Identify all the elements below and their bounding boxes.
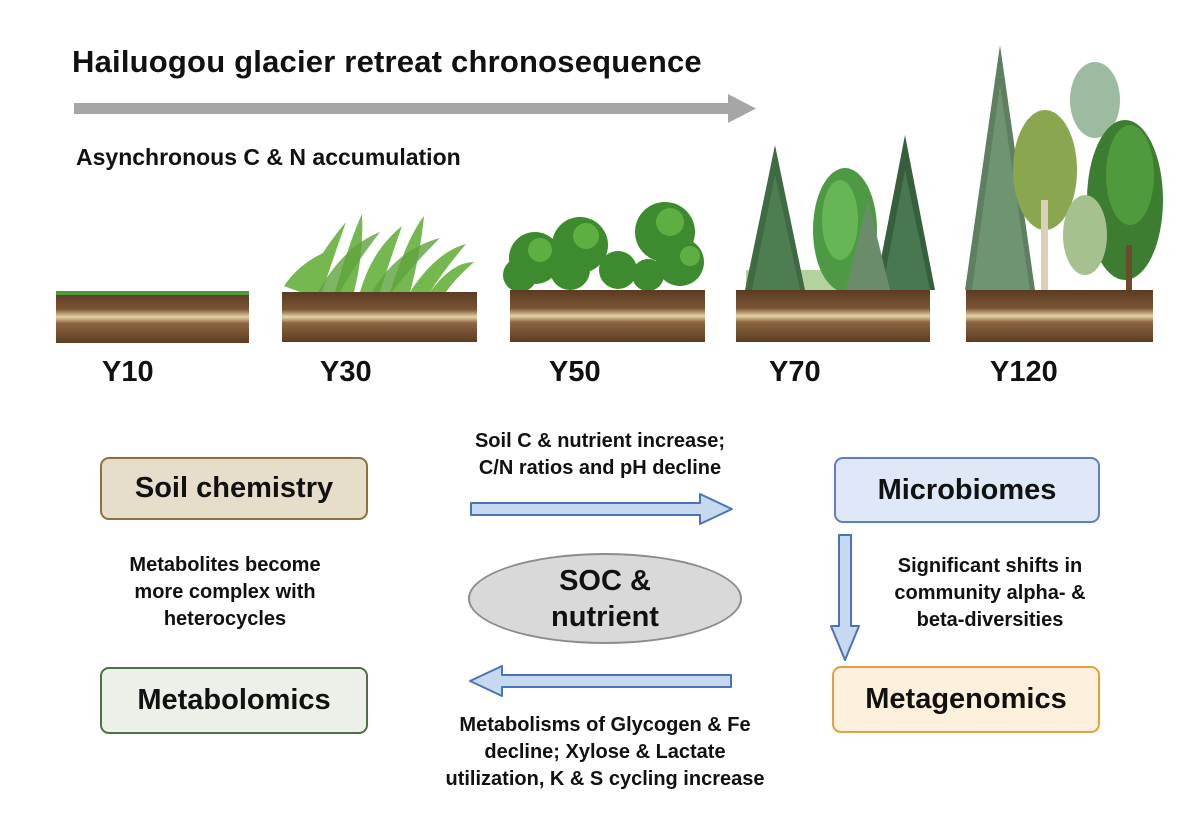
stage-y120-soil — [966, 290, 1153, 342]
note-top-line-2: C/N ratios and pH decline — [478, 457, 722, 479]
note-left-line-3: heterocycles — [163, 608, 287, 630]
stage-label-y30: Y30 — [320, 356, 372, 388]
note-left-line-2: more complex with — [134, 581, 316, 603]
soc-nutrient-ellipse: SOC & nutrient — [468, 553, 742, 644]
note-bottom-line-1: Metabolisms of Glycogen & Fe — [459, 714, 751, 736]
note-left-line-1: Metabolites become — [129, 554, 321, 576]
metagenomics-box: Metagenomics — [832, 666, 1100, 733]
stage-label-y50: Y50 — [549, 356, 601, 388]
note-right-line-3: beta-diversities — [916, 609, 1064, 631]
stage-y70-soil — [736, 290, 930, 342]
stage-y120-vegetation — [965, 45, 1163, 290]
note-bottom-line-3: utilization, K & S cycling increase — [445, 768, 765, 790]
center-line-1: SOC & — [559, 564, 651, 597]
note-top: Soil C & nutrient increase; C/N ratios a… — [430, 428, 770, 482]
diagram-subtitle: Asynchronous C & N accumulation — [76, 144, 461, 170]
stage-label-y70: Y70 — [769, 356, 821, 388]
stage-label-y10: Y10 — [102, 356, 154, 388]
timeline-arrow — [74, 94, 756, 123]
note-bottom: Metabolisms of Glycogen & Fe decline; Xy… — [395, 712, 815, 793]
note-top-line-1: Soil C & nutrient increase; — [474, 430, 726, 452]
stage-y30-soil — [282, 292, 477, 342]
stage-label-y120: Y120 — [990, 356, 1058, 388]
note-right: Significant shifts in community alpha- &… — [860, 553, 1120, 634]
metabolomics-box: Metabolomics — [100, 667, 368, 734]
center-line-2: nutrient — [551, 600, 659, 633]
microbiomes-box: Microbiomes — [834, 457, 1100, 523]
stage-y30-vegetation — [284, 214, 474, 292]
stage-y10-soil — [56, 291, 249, 343]
arrow-right — [470, 493, 733, 525]
diagram-title: Hailuogou glacier retreat chronosequence — [72, 44, 702, 79]
note-bottom-line-2: decline; Xylose & Lactate — [484, 741, 726, 763]
note-right-line-2: community alpha- & — [894, 582, 1086, 604]
arrow-down — [830, 534, 860, 661]
soil-chemistry-box: Soil chemistry — [100, 457, 368, 520]
note-left: Metabolites become more complex with het… — [90, 552, 360, 633]
arrow-left — [469, 665, 732, 697]
note-right-line-1: Significant shifts in — [897, 555, 1083, 577]
stage-y50-vegetation — [503, 202, 704, 292]
stage-y50-soil — [510, 290, 705, 342]
stage-y70-vegetation — [745, 135, 935, 292]
